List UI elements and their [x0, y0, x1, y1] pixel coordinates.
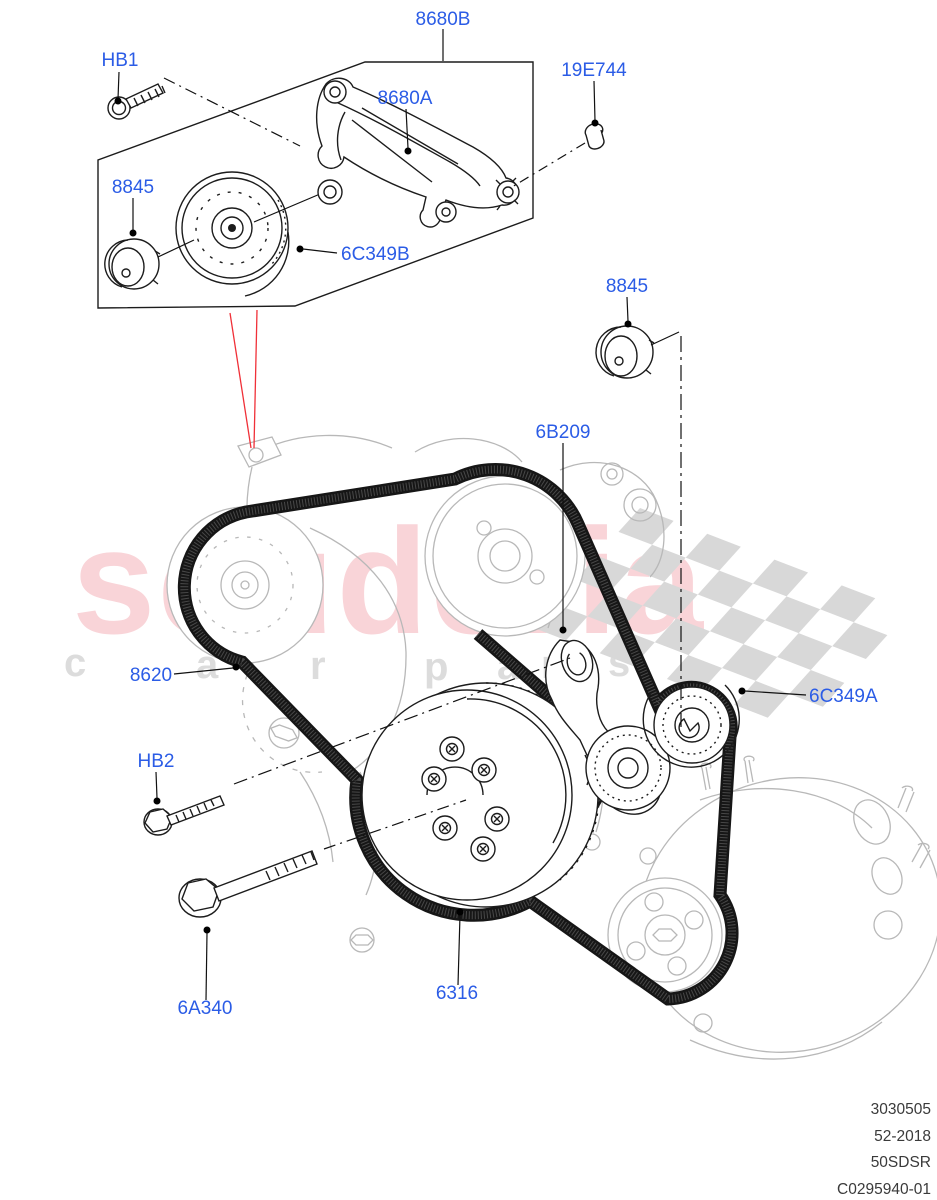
plug-19E744-drawing: [584, 122, 605, 150]
callout-8845-left: 8845: [112, 177, 154, 198]
callout-6C349A: 6C349A: [809, 686, 878, 707]
callout-8680B: 8680B: [416, 9, 471, 30]
callout-labels: 8680B HB1 19E744 8680A 8845 6C349B 8845 …: [102, 9, 878, 1019]
red-locator-lines: [229, 309, 258, 449]
cap-8845-left-drawing: [104, 238, 195, 290]
footer-line-1: 3030505: [871, 1101, 931, 1118]
crank-pulley-6316-drawing: [361, 682, 600, 908]
callout-6A340: 6A340: [178, 998, 233, 1019]
callout-6C349B: 6C349B: [341, 244, 410, 265]
kit-8680B-box: [97, 61, 534, 309]
crank-pulley-bolts: [421, 736, 510, 862]
callout-8620: 8620: [130, 665, 172, 686]
bracket-8680A-drawing: [315, 77, 520, 228]
belt-tensioner-6B209-drawing: [545, 639, 671, 815]
bolt-HB2-drawing: [143, 795, 225, 836]
callout-HB2: HB2: [138, 751, 175, 772]
callout-8680A: 8680A: [378, 88, 433, 109]
footer-line-4: C0295940-01: [837, 1181, 931, 1198]
bolt-6A340-drawing: [178, 850, 318, 918]
footer-line-3: 50SDSR: [871, 1154, 931, 1171]
callout-HB1: HB1: [102, 50, 139, 71]
footer-reference-block: 3030505 52-2018 50SDSR C0295940-01: [837, 1101, 931, 1198]
callout-leader-lines: [114, 29, 807, 1001]
footer-line-2: 52-2018: [874, 1128, 931, 1145]
bolt-HB1-drawing: [107, 83, 166, 120]
callout-6B209: 6B209: [536, 422, 591, 443]
callout-6316: 6316: [436, 983, 478, 1004]
svg-text:c: c: [64, 641, 86, 685]
cap-8845-right-drawing: [595, 325, 680, 379]
svg-text:p: p: [424, 645, 448, 689]
callout-19E744: 19E744: [561, 60, 627, 81]
svg-text:r: r: [310, 644, 326, 688]
idler-pulley-6C349B-drawing: [175, 171, 290, 297]
callout-8845-right: 8845: [606, 276, 648, 297]
idler-pulley-6C349A-drawing: [642, 684, 740, 768]
